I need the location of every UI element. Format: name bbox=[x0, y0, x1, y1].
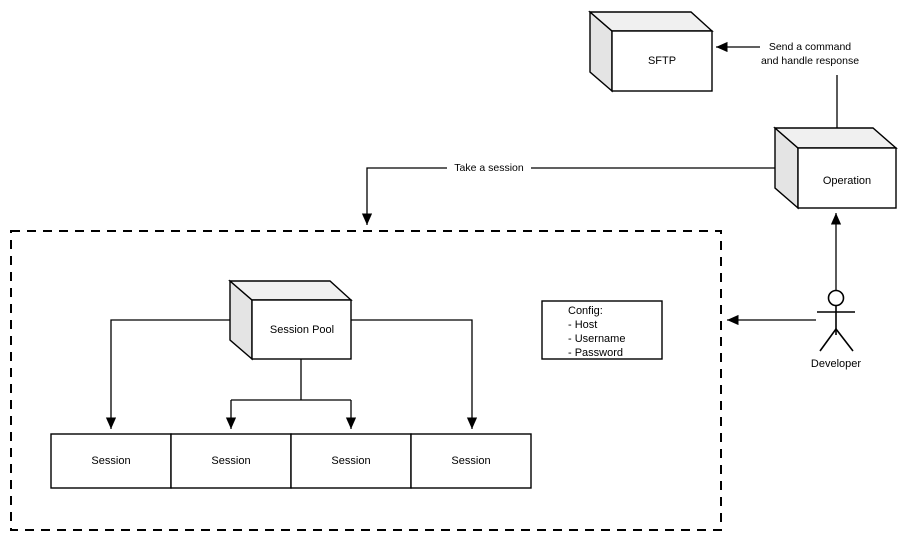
sftp-node[interactable]: SFTP bbox=[588, 10, 714, 93]
session-box-label: Session bbox=[211, 455, 250, 467]
session-pool-group-boundary bbox=[10, 230, 722, 531]
session-box[interactable] bbox=[50, 433, 172, 489]
session-box-label: Session bbox=[451, 455, 490, 467]
sftp-front-face bbox=[611, 30, 713, 92]
session-pool-top-face bbox=[228, 280, 353, 301]
edge-take-a-session-left-segment bbox=[361, 167, 447, 225]
session-box-label: Session bbox=[91, 455, 130, 467]
config-title: Config: bbox=[568, 305, 603, 317]
connector-to-session-1 bbox=[105, 319, 230, 429]
session-box[interactable] bbox=[170, 433, 292, 489]
edge-operation-to-session-pool: Take a session bbox=[361, 162, 775, 225]
config-node[interactable]: Config: - Host - Username - Password bbox=[541, 300, 663, 360]
config-item-password: - Password bbox=[568, 347, 623, 359]
sftp-label: SFTP bbox=[648, 55, 676, 67]
session-pool-node[interactable]: Session Pool bbox=[228, 279, 353, 361]
session-pool-front-face bbox=[251, 299, 352, 360]
developer-label: Developer bbox=[811, 358, 861, 370]
session-pool-label: Session Pool bbox=[270, 324, 334, 336]
config-item-host: - Host bbox=[568, 319, 597, 331]
session-box[interactable] bbox=[410, 433, 532, 489]
config-item-username: - Username bbox=[568, 333, 625, 345]
edge-operation-to-sftp-label-line1: Send a command bbox=[769, 41, 851, 53]
operation-front-face bbox=[797, 147, 897, 209]
sftp-top-face bbox=[588, 11, 714, 32]
session-box[interactable] bbox=[290, 433, 412, 489]
connector-to-session-4 bbox=[351, 319, 478, 429]
edge-operation-to-sftp-label-line2: and handle response bbox=[761, 55, 859, 67]
edge-take-a-session-label: Take a session bbox=[454, 162, 524, 174]
session-box-label: Session bbox=[331, 455, 370, 467]
developer-head-icon bbox=[827, 289, 845, 307]
session-boxes: Session Session Session Session bbox=[50, 433, 532, 489]
operation-label: Operation bbox=[823, 175, 871, 187]
operation-node[interactable]: Operation bbox=[773, 126, 898, 210]
developer-actor[interactable]: Developer bbox=[811, 289, 861, 370]
config-box bbox=[541, 300, 663, 360]
session-pool-connectors bbox=[105, 319, 478, 429]
developer-legs-icon bbox=[819, 327, 854, 352]
edge-operation-to-sftp: Send a command and handle response bbox=[716, 41, 859, 128]
